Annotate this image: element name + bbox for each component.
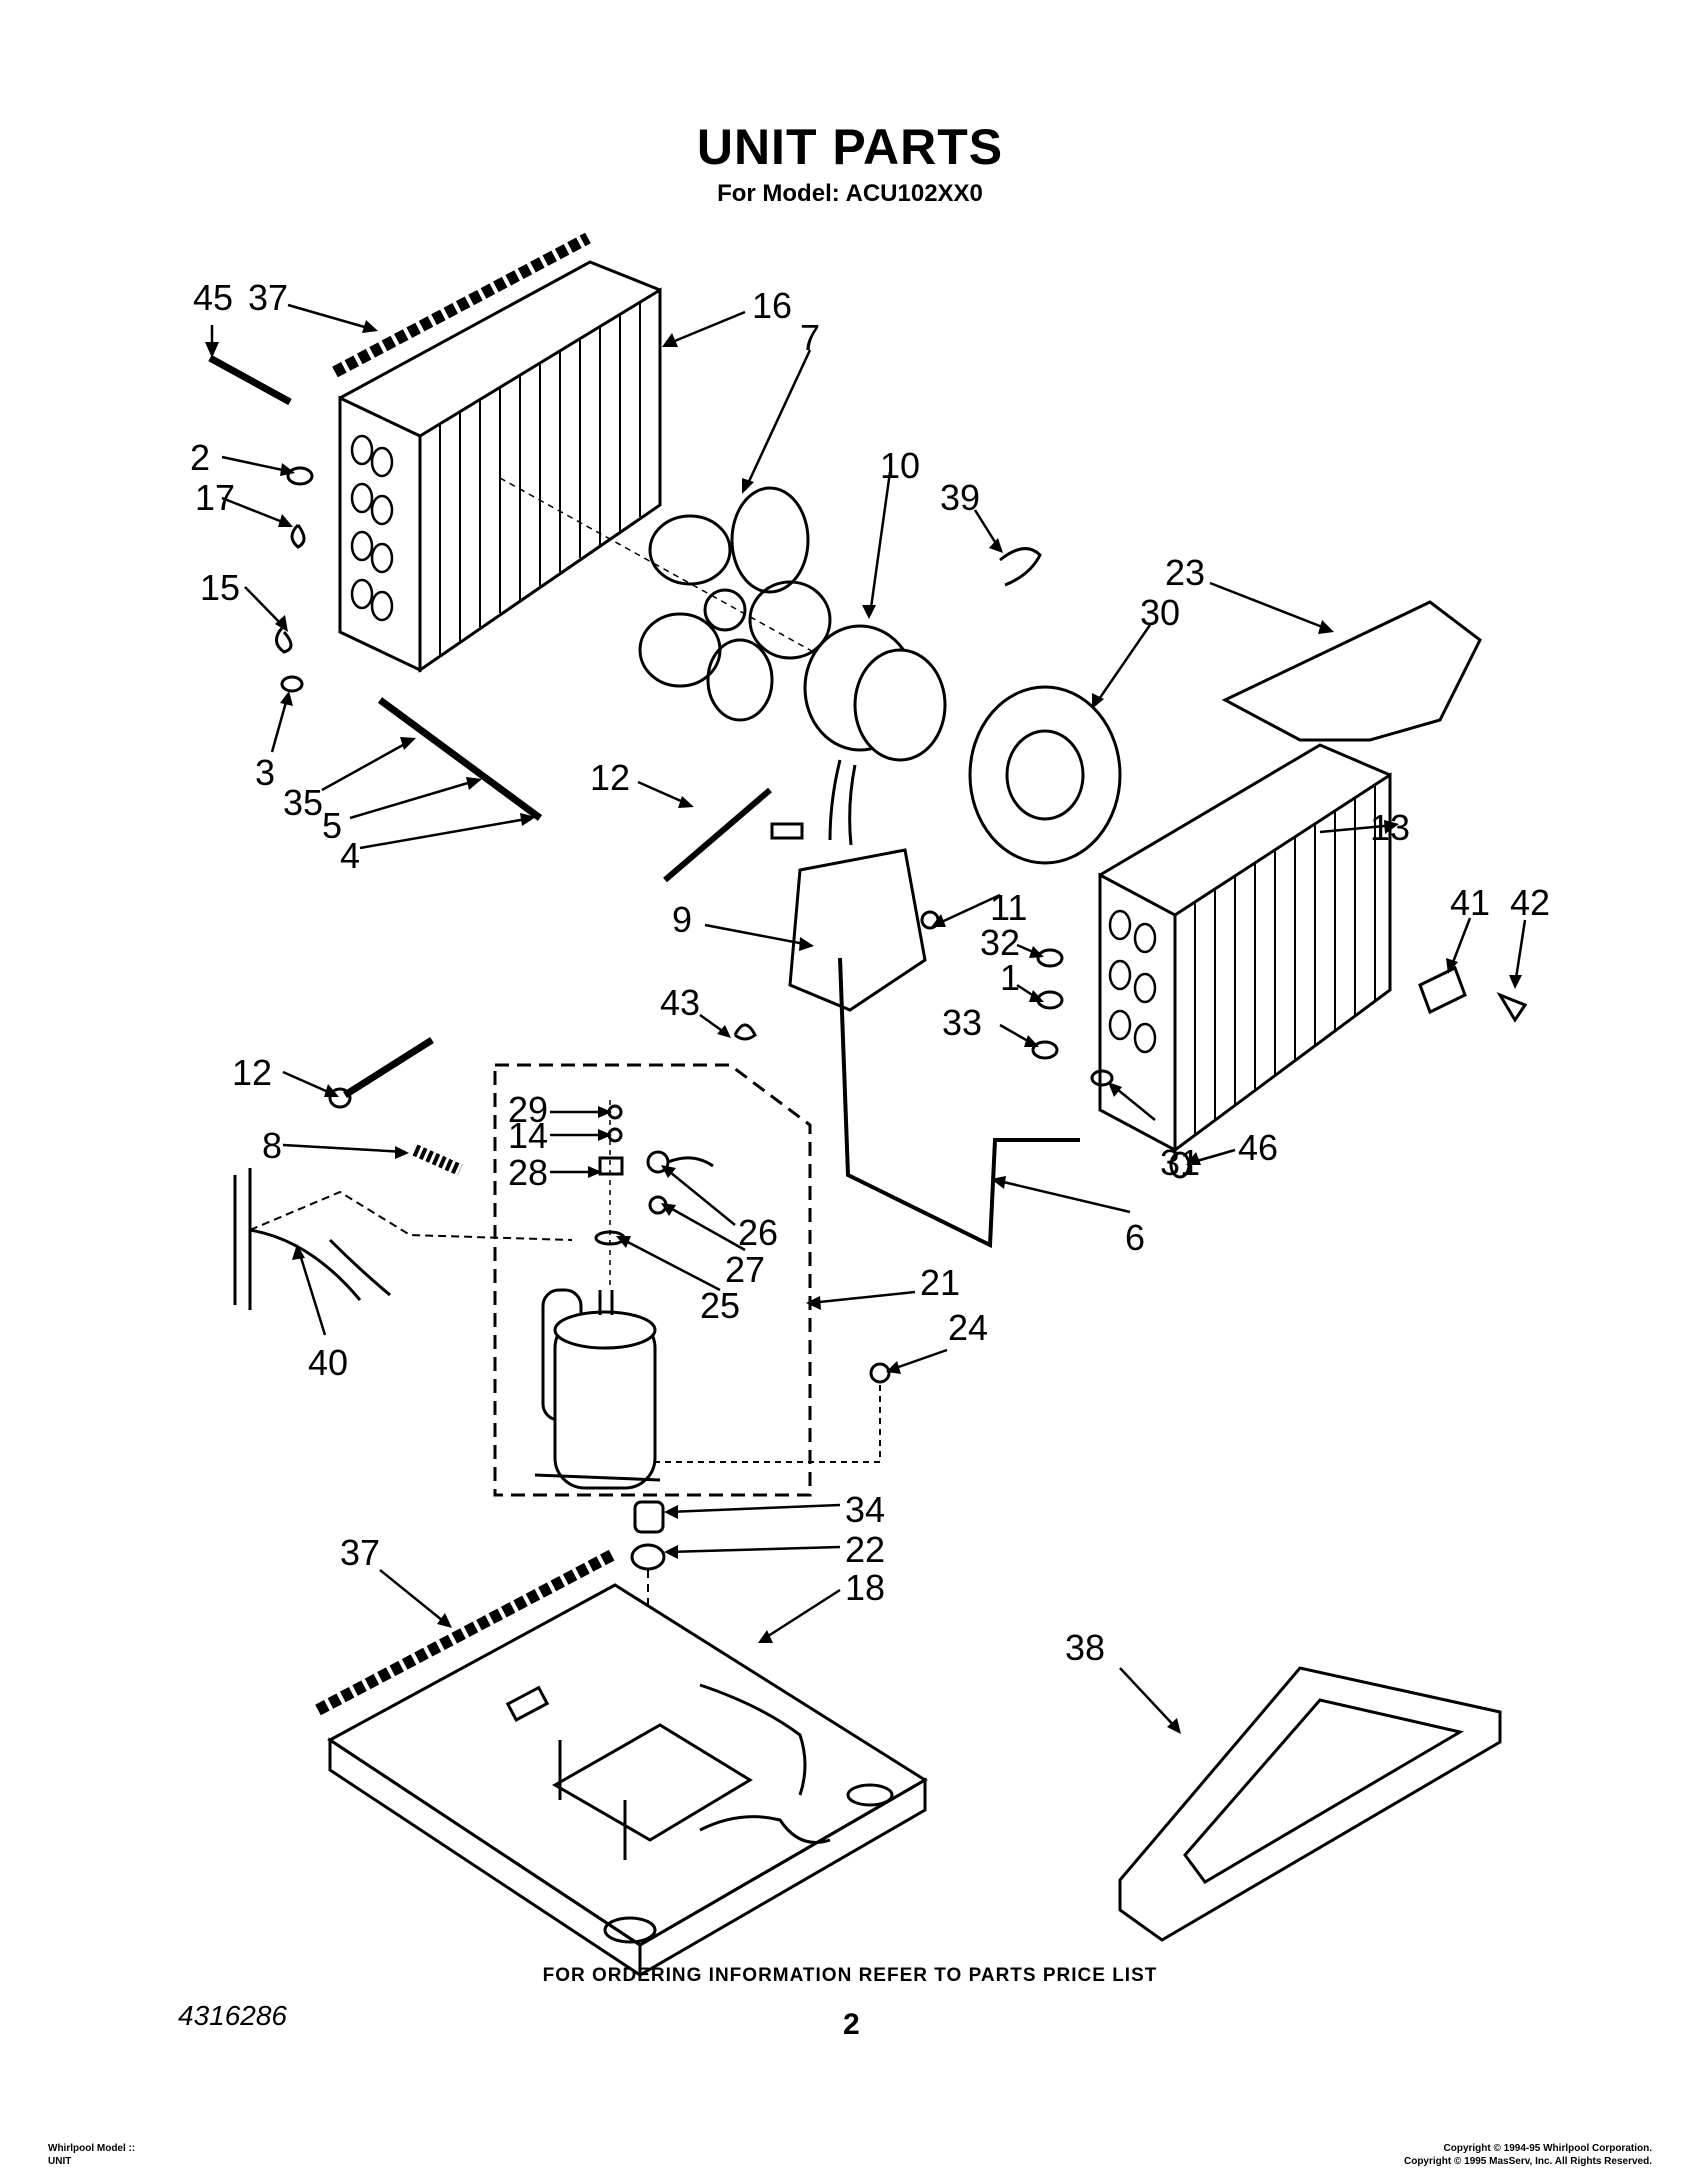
callout-29: 29 (508, 1089, 548, 1130)
callout-30: 30 (1140, 592, 1180, 633)
callout-45: 45 (193, 277, 233, 318)
bottom-left-note: Whirlpool Model :: UNIT (48, 2142, 135, 2168)
copyright-line: Copyright © 1994-95 Whirlpool Corporatio… (1443, 2143, 1653, 2154)
ordering-note: FOR ORDERING INFORMATION REFER TO PARTS … (542, 1965, 1158, 1986)
callout-21: 21 (920, 1262, 960, 1303)
callout-33: 33 (942, 1002, 982, 1043)
document-number: 4316286 (178, 2000, 288, 2031)
callout-15: 15 (200, 567, 240, 608)
callout-11: 11 (990, 887, 1027, 928)
tube-6 (838, 957, 1080, 1249)
copyright-note: Copyright © 1994-95 Whirlpool Corporatio… (1404, 2142, 1652, 2168)
gasket-strip-top (332, 232, 591, 378)
tube-45 (208, 354, 292, 406)
evaporator-coil (1098, 743, 1392, 1153)
callout-28: 28 (508, 1152, 548, 1193)
bottom-left-line: UNIT (48, 2156, 72, 2167)
callout-1: 1 (1000, 957, 1020, 998)
callout-42: 42 (1510, 882, 1550, 923)
bottom-left-line: Whirlpool Model :: (48, 2143, 136, 2154)
callout-4: 4 (340, 835, 360, 876)
callout-10: 10 (880, 445, 920, 486)
callout-8: 8 (262, 1125, 282, 1166)
callout-14: 14 (508, 1115, 548, 1156)
callout-32: 32 (980, 922, 1020, 963)
callout-25: 25 (700, 1285, 740, 1326)
callout-12b: 12 (232, 1052, 272, 1093)
drain-pan (1118, 1666, 1502, 1942)
fan-motor (770, 624, 947, 846)
callout-24: 24 (948, 1307, 988, 1348)
callout-labels: 45 37 16 7 10 39 23 30 2 17 15 3 35 5 4 … (190, 277, 1550, 1668)
callout-2: 2 (190, 437, 210, 478)
callout-7: 7 (800, 317, 820, 358)
shroud-23 (1221, 600, 1482, 742)
callout-34: 34 (845, 1489, 885, 1530)
base-pan (327, 1583, 928, 1978)
copyright-line: Copyright © 1995 MasServ, Inc. All Right… (1403, 2156, 1652, 2167)
callout-40: 40 (308, 1342, 348, 1383)
callout-41: 41 (1450, 882, 1490, 923)
callout-38: 38 (1065, 1627, 1105, 1668)
callout-18: 18 (845, 1567, 885, 1608)
callout-46: 46 (1238, 1127, 1278, 1168)
page-number: 2 (843, 2008, 860, 2041)
compressor (534, 1288, 661, 1490)
callout-22: 22 (845, 1529, 885, 1570)
callout-17: 17 (195, 477, 235, 518)
compressor-assembly-box (493, 1063, 812, 1497)
callout-16: 16 (752, 285, 792, 326)
callout-43: 43 (660, 982, 700, 1023)
blower-wheel (968, 685, 1122, 865)
callout-39: 39 (940, 477, 980, 518)
callout-23: 23 (1165, 552, 1205, 593)
model-line: For Model: ACU102XX0 (717, 180, 983, 207)
callout-9: 9 (672, 899, 692, 940)
callout-12: 12 (590, 757, 630, 798)
motor-mount (788, 848, 927, 1012)
callout-31: 31 (1160, 1142, 1200, 1183)
callout-13: 13 (1370, 807, 1410, 848)
callout-26: 26 (738, 1212, 778, 1253)
callout-27: 27 (725, 1249, 765, 1290)
callout-5: 5 (322, 805, 342, 846)
callout-6: 6 (1125, 1217, 1145, 1258)
page-title: UNIT PARTS (696, 119, 1004, 175)
capillary-tubes (377, 697, 543, 821)
callout-3: 3 (255, 752, 275, 793)
condenser-coil (338, 260, 662, 673)
callout-37b: 37 (340, 1532, 380, 1573)
callout-37: 37 (248, 277, 288, 318)
callout-35: 35 (283, 782, 323, 823)
fan-blade (638, 486, 832, 722)
